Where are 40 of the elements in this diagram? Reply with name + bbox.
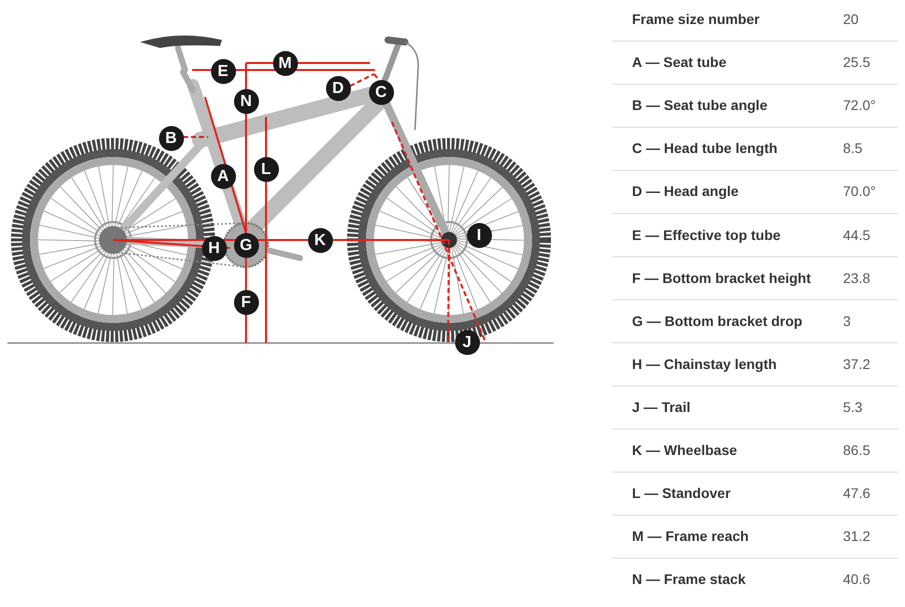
- callout-letter: J: [454, 330, 480, 354]
- callout-letter: I: [466, 222, 492, 248]
- callout-letter: C: [368, 80, 394, 104]
- measurement-name: D — Head angle: [632, 182, 739, 200]
- measurement-value: 25.5: [843, 53, 870, 72]
- measurement-name: H — Chainstay length: [632, 354, 777, 373]
- measurement-name: A — Seat tube: [632, 53, 726, 72]
- measurement-value: 86.5: [843, 441, 870, 459]
- measurement-name: F — Bottom bracket height: [632, 268, 811, 287]
- measurement-name: M — Frame reach: [632, 527, 749, 546]
- measurement-value: 72.0°: [843, 96, 876, 114]
- measurement-name: J — Trail: [632, 398, 690, 416]
- measurement-value: 8.5: [843, 139, 862, 158]
- measurement-value: 31.2: [843, 527, 870, 546]
- measurement-name: E — Effective top tube: [632, 226, 781, 244]
- measurement-name: C — Head tube length: [632, 139, 778, 158]
- callout-letter: A: [210, 164, 236, 188]
- measurement-value: 3: [843, 312, 851, 330]
- measurement-value: 37.2: [843, 354, 870, 373]
- measurement-value: 40.6: [843, 570, 870, 588]
- callout-letter: B: [158, 126, 184, 150]
- measurement-name: N — Frame stack: [632, 570, 746, 588]
- measurement-value: 23.8: [843, 268, 870, 287]
- measurement-value: 20: [843, 10, 859, 28]
- callout-letter: N: [234, 88, 258, 114]
- callout-letter: L: [254, 156, 278, 182]
- callout-letter: E: [210, 58, 236, 84]
- measurement-value: 47.6: [843, 484, 870, 502]
- measurement-value: 44.5: [843, 226, 870, 244]
- measurement-name: B — Seat tube angle: [632, 96, 768, 114]
- measurement-name: L — Standover: [632, 484, 731, 502]
- callout-letter: D: [326, 76, 350, 100]
- callout-letter: M: [272, 50, 298, 76]
- measurement-name: Frame size number: [632, 10, 760, 28]
- measurement-name: K — Wheelbase: [632, 441, 738, 459]
- callout-letter: K: [308, 228, 332, 252]
- measurement-value: 70.0°: [843, 182, 876, 200]
- measurement-value: 5.3: [843, 398, 862, 416]
- measurement-name: G — Bottom bracket drop: [632, 312, 802, 330]
- callout-letter: F: [234, 290, 258, 314]
